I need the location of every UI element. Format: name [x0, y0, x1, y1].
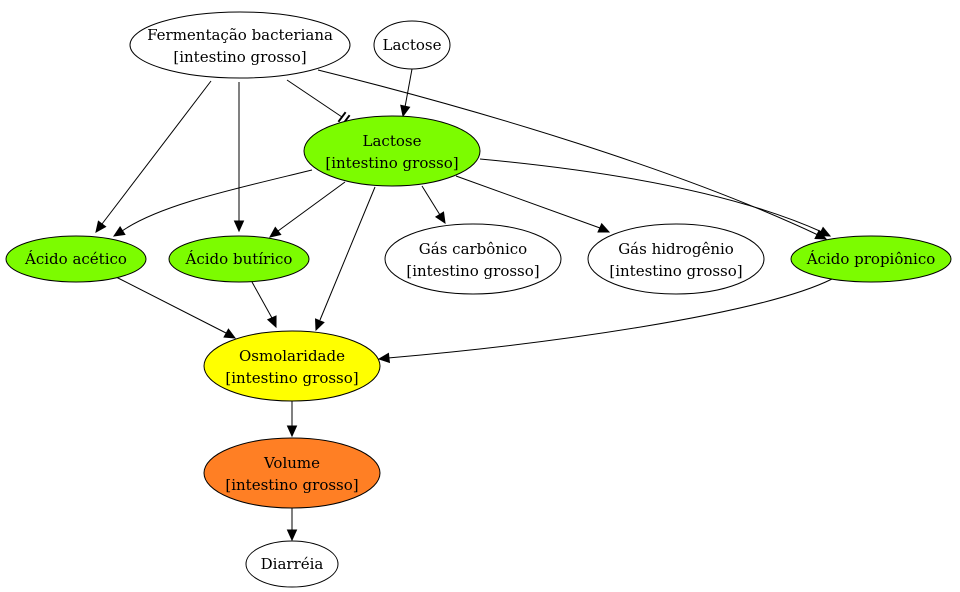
edge-line	[286, 79, 343, 118]
edge-line	[121, 169, 313, 232]
edge-lactose_ig-to-acido_propionico	[479, 158, 832, 237]
node-label-line1: Lactose	[383, 36, 442, 54]
node-shape	[303, 115, 481, 187]
node-label-line1: Ácido butírico	[185, 250, 293, 268]
node-lactose-intestino-grosso: Lactose [intestino grosso]	[303, 115, 481, 187]
edge-fermentacao-to-acido_acetico	[95, 80, 212, 233]
node-acido-acetico: Ácido acético	[5, 235, 147, 283]
node-label-line1: Gás carbônico	[419, 240, 527, 258]
node-label-line1: Osmolaridade	[239, 347, 345, 365]
node-label-line2: [intestino grosso]	[225, 476, 358, 494]
node-gas-carbonico: Gás carbônico [intestino grosso]	[384, 223, 562, 295]
edge-line	[319, 186, 376, 321]
edge-arrowhead	[233, 220, 245, 233]
edge-lactose_top-to-lactose_ig	[400, 68, 413, 118]
edge-arrowhead	[286, 529, 298, 542]
edge-arrowhead	[223, 328, 237, 339]
node-label-line1: Diarréia	[261, 555, 324, 573]
edge-volume-to-diarreia	[286, 508, 298, 542]
edge-arrowhead	[434, 211, 446, 225]
node-volume: Volume [intestino grosso]	[203, 437, 381, 509]
edge-line	[387, 278, 833, 359]
edges-layer	[95, 68, 833, 542]
edge-arrowhead	[95, 220, 107, 233]
node-shape	[373, 20, 451, 70]
edge-lactose_ig-to-gas_carbonico	[421, 185, 446, 225]
edge-lactose_ig-to-osmolaridade	[315, 186, 376, 332]
edge-arrowhead	[400, 104, 411, 118]
edge-acido_propionico-to-osmolaridade	[377, 278, 833, 364]
node-shape	[384, 223, 562, 295]
nodes-layer: Fermentação bacteriana [intestino grosso…	[5, 11, 952, 588]
node-acido-butirico: Ácido butírico	[168, 235, 310, 283]
node-lactose-top: Lactose	[373, 20, 451, 70]
node-label-line1: Fermentação bacteriana	[147, 26, 333, 44]
edge-osmolaridade-to-volume	[286, 401, 298, 438]
node-label-line2: [intestino grosso]	[225, 369, 358, 387]
edge-arrowhead	[818, 226, 832, 237]
node-label-line2: [intestino grosso]	[609, 262, 742, 280]
node-label-line2: [intestino grosso]	[406, 262, 539, 280]
node-shape	[168, 235, 310, 283]
edge-arrowhead	[315, 318, 325, 332]
edge-lactose_ig-to-acido_butirico	[269, 181, 346, 238]
edge-fermentacao-to-acido_butirico	[233, 82, 245, 233]
node-label-line1: Ácido propiônico	[806, 250, 936, 268]
node-label-line2: [intestino grosso]	[173, 48, 306, 66]
node-shape	[790, 235, 952, 283]
node-shape	[587, 223, 765, 295]
edge-arrowhead	[112, 225, 126, 237]
edge-acido_butirico-to-osmolaridade	[251, 281, 277, 329]
edge-fermentacao-to-lactose_ig	[286, 79, 351, 126]
node-shape	[245, 540, 339, 588]
node-label-line1: Lactose	[363, 132, 422, 150]
edge-inhibition-bar	[337, 111, 347, 123]
node-shape	[129, 11, 351, 79]
node-label-line2: [intestino grosso]	[325, 154, 458, 172]
edge-line	[277, 181, 346, 232]
node-label-line1: Volume	[263, 454, 320, 472]
edge-lactose_ig-to-gas_hidrogenio	[455, 175, 611, 233]
edge-line	[455, 175, 601, 229]
node-gas-hidrogenio: Gás hidrogênio [intestino grosso]	[587, 223, 765, 295]
edge-arrowhead	[269, 226, 282, 238]
node-osmolaridade: Osmolaridade [intestino grosso]	[203, 330, 381, 402]
edge-arrowhead	[597, 222, 611, 233]
node-label-line1: Gás hidrogênio	[618, 240, 734, 258]
node-shape	[5, 235, 147, 283]
edge-line	[101, 80, 212, 225]
edge-acido_acetico-to-osmolaridade	[115, 276, 237, 339]
node-diarreia: Diarréia	[245, 540, 339, 588]
edge-arrowhead	[286, 425, 298, 438]
edge-line	[115, 276, 227, 334]
node-shape	[203, 437, 381, 509]
edge-line	[421, 185, 441, 216]
edge-line	[404, 68, 413, 108]
node-acido-propionico: Ácido propiônico	[790, 235, 952, 283]
edge-arrowhead	[266, 315, 277, 329]
edge-arrowhead	[377, 352, 391, 364]
node-label-line1: Ácido acético	[24, 250, 127, 268]
edge-line	[479, 158, 823, 233]
edge-lactose_ig-to-acido_acetico	[112, 169, 313, 237]
edge-line	[251, 281, 273, 319]
node-fermentacao-bacteriana: Fermentação bacteriana [intestino grosso…	[129, 11, 351, 79]
node-shape	[203, 330, 381, 402]
